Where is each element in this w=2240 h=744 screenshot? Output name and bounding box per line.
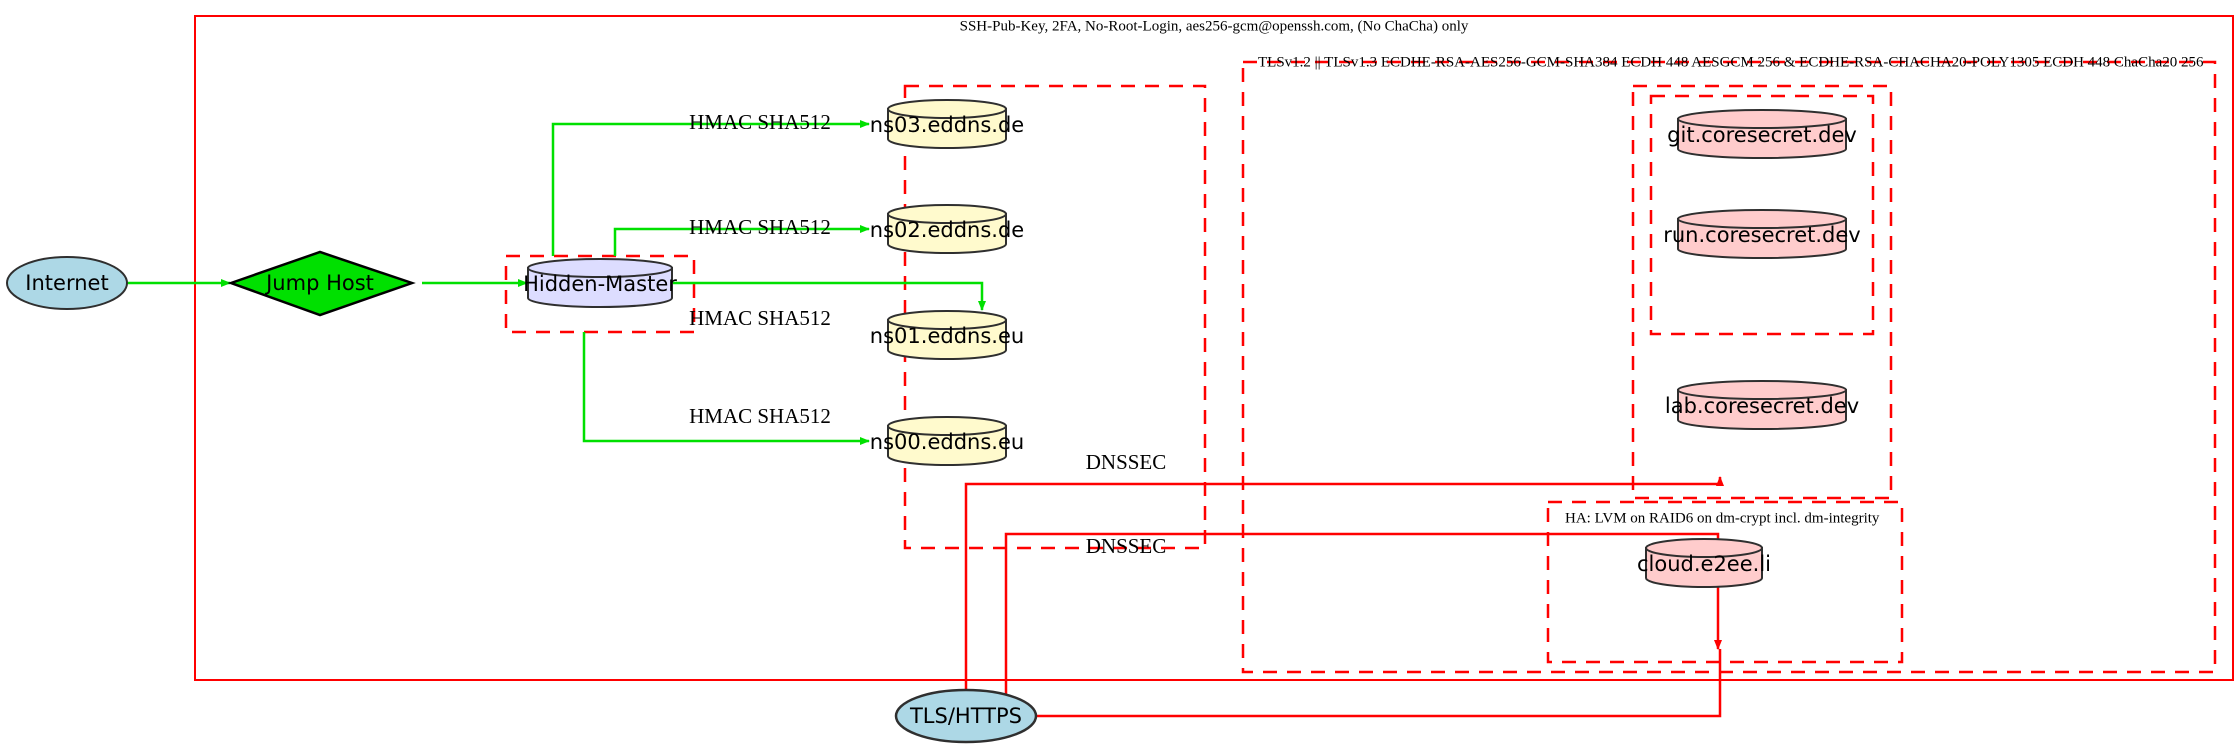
node-git-coresecret-label: git.coresecret.dev bbox=[1667, 123, 1857, 147]
node-lab-coresecret[interactable]: lab.coresecret.dev bbox=[1665, 380, 1859, 430]
node-jump-host[interactable]: Jump Host bbox=[227, 250, 416, 317]
node-ns02[interactable]: ns02.eddns.de bbox=[870, 204, 1024, 254]
cluster-hidden-master-box bbox=[504, 254, 696, 334]
cluster-ha-label: HA: LVM on RAID6 on dm-crypt incl. dm-in… bbox=[1565, 510, 1880, 526]
edge-master-to-ns03 bbox=[551, 120, 870, 256]
cluster-ha-box bbox=[1546, 500, 1904, 664]
node-ns01-label: ns01.eddns.eu bbox=[870, 324, 1024, 348]
node-cloud-e2ee[interactable]: cloud.e2ee.li bbox=[1637, 538, 1771, 588]
node-ns01[interactable]: ns01.eddns.eu bbox=[870, 310, 1024, 360]
node-jump-host-label: Jump Host bbox=[264, 271, 374, 295]
node-cloud-e2ee-label: cloud.e2ee.li bbox=[1637, 552, 1771, 576]
edge-label-hmac-ns00: HMAC SHA512 bbox=[689, 404, 831, 428]
edge-master-to-ns02 bbox=[613, 225, 870, 256]
node-internet[interactable]: Internet bbox=[6, 256, 128, 310]
node-tls-https-label: TLS/HTTPS bbox=[909, 704, 1022, 728]
node-tls-https[interactable]: TLS/HTTPS bbox=[894, 688, 1038, 744]
edge-label-hmac-ns03: HMAC SHA512 bbox=[689, 110, 831, 134]
edge-label-dnssec-apps: DNSSEC bbox=[1086, 450, 1167, 474]
cluster-app-inner-box bbox=[1649, 94, 1875, 336]
node-ns00[interactable]: ns00.eddns.eu bbox=[870, 416, 1024, 466]
cluster-tls-box bbox=[1241, 60, 2217, 674]
edge-dnssec-to-cloud bbox=[1004, 532, 1722, 716]
node-git-coresecret[interactable]: git.coresecret.dev bbox=[1667, 109, 1857, 159]
cluster-ssh-box bbox=[194, 15, 2234, 681]
node-ns02-label: ns02.eddns.de bbox=[870, 218, 1024, 242]
edge-label-dnssec-cloud: DNSSEC bbox=[1086, 534, 1167, 558]
node-ns03[interactable]: ns03.eddns.de bbox=[870, 99, 1024, 149]
node-run-coresecret[interactable]: run.coresecret.dev bbox=[1663, 209, 1861, 259]
cluster-ssh-label: SSH-Pub-Key, 2FA, No-Root-Login, aes256-… bbox=[960, 18, 1469, 34]
node-internet-label: Internet bbox=[25, 271, 108, 295]
edge-dnssec-to-apps bbox=[964, 476, 1724, 716]
cluster-tls-label: TLSv1.2 || TLSv1.3 ECDHE-RSA-AES256-GCM-… bbox=[1258, 54, 2204, 70]
edge-master-to-ns00 bbox=[582, 332, 870, 445]
node-hidden-master-label: Hidden-Master bbox=[523, 272, 677, 296]
cluster-app-outer-box bbox=[1631, 84, 1893, 500]
node-hidden-master[interactable]: Hidden-Master bbox=[523, 258, 677, 308]
edge-tls-https-to-ssh-cluster bbox=[1036, 649, 1722, 718]
node-lab-coresecret-label: lab.coresecret.dev bbox=[1665, 394, 1859, 418]
edge-label-hmac-ns02: HMAC SHA512 bbox=[689, 215, 831, 239]
node-run-coresecret-label: run.coresecret.dev bbox=[1663, 223, 1861, 247]
edge-master-to-ns01 bbox=[673, 281, 986, 311]
edge-label-hmac-ns01: HMAC SHA512 bbox=[689, 306, 831, 330]
node-ns00-label: ns00.eddns.eu bbox=[870, 430, 1024, 454]
node-ns03-label: ns03.eddns.de bbox=[870, 113, 1024, 137]
cluster-dns-box bbox=[903, 84, 1207, 550]
